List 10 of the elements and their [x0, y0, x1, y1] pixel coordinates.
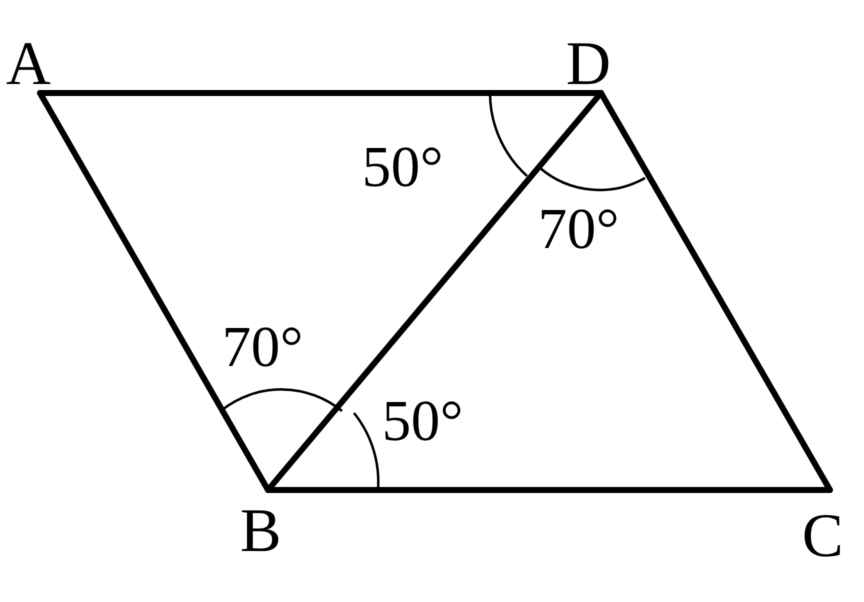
- angle-label: 70°: [222, 318, 304, 376]
- vertex-label: C: [802, 505, 844, 567]
- vertex-label: B: [240, 500, 282, 562]
- angle-label: 50°: [382, 392, 464, 450]
- vertex-label: A: [6, 33, 51, 95]
- polygon-side: [37, 90, 271, 493]
- angle-label: 70°: [538, 200, 620, 258]
- vertex-label: D: [566, 33, 611, 95]
- angle-label: 50°: [362, 138, 444, 196]
- polygon-side: [265, 487, 833, 493]
